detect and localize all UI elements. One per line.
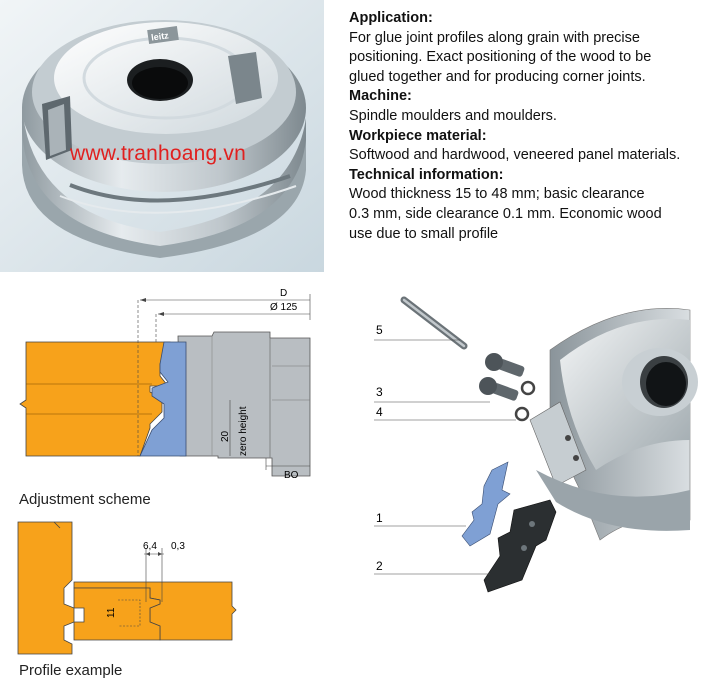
application-heading: Application: xyxy=(349,10,433,26)
label-0-3: 0,3 xyxy=(171,541,185,552)
exploded-view-diagram: 5 3 4 1 2 xyxy=(374,296,698,593)
application-text-2: positioning. Exact positioning of the wo… xyxy=(349,49,652,66)
application-text-1: For glue joint profiles along grain with… xyxy=(349,29,640,46)
callout-3: 3 xyxy=(376,385,383,399)
workpiece-heading: Workpiece material: xyxy=(349,127,487,144)
workpiece-text: Softwood and hardwood, veneered panel ma… xyxy=(349,147,681,164)
watermark: www.tranhoang.vn xyxy=(70,142,246,165)
technical-heading: Technical information: xyxy=(349,166,504,183)
washer-lower xyxy=(514,406,530,422)
technical-text-3: use due to small profile xyxy=(349,225,499,242)
cutter-body xyxy=(177,331,311,477)
exploded-knife-blade xyxy=(461,461,511,547)
label-11: 11 xyxy=(106,607,117,618)
cutter-head-illustration: leitz xyxy=(0,0,324,272)
technical-text-1: Wood thickness 15 to 48 mm; basic cleara… xyxy=(349,186,645,203)
clamping-wedge xyxy=(483,499,557,593)
machine-heading: Machine: xyxy=(349,88,412,105)
technical-text-2: 0.3 mm, side clearance 0.1 mm. Economic … xyxy=(349,205,662,222)
label-zero-height: zero height xyxy=(238,406,249,456)
product-photo: leitz www.tranhoang.vn xyxy=(0,0,324,272)
label-6-4: 6,4 xyxy=(143,541,157,552)
logo-text: leitz xyxy=(151,30,170,42)
profile-example-diagram: 6,4 0,3 11 xyxy=(17,521,237,655)
label-bo: BO xyxy=(284,470,299,480)
profile-piece-vertical xyxy=(17,521,75,655)
washer-upper xyxy=(520,380,536,396)
profile-example-caption: Profile example xyxy=(19,662,123,679)
label-d: D xyxy=(280,288,287,299)
label-20: 20 xyxy=(220,430,231,442)
adjustment-scheme-diagram: D Ø 125 20 zero height BO xyxy=(19,288,311,480)
callout-2: 2 xyxy=(376,559,383,573)
product-info: Application: For glue joint profiles alo… xyxy=(349,9,710,244)
screw-lower xyxy=(479,377,519,401)
callout-1: 1 xyxy=(376,511,383,525)
application-text-3: glued together and for producing corner … xyxy=(349,68,646,85)
knife-blade xyxy=(139,341,187,457)
label-diameter: Ø 125 xyxy=(270,302,298,313)
adjustment-scheme-caption: Adjustment scheme xyxy=(19,491,151,508)
callout-5: 5 xyxy=(376,323,383,337)
screw-upper xyxy=(485,353,525,377)
callout-4: 4 xyxy=(376,405,383,419)
machine-text: Spindle moulders and moulders. xyxy=(349,107,557,124)
